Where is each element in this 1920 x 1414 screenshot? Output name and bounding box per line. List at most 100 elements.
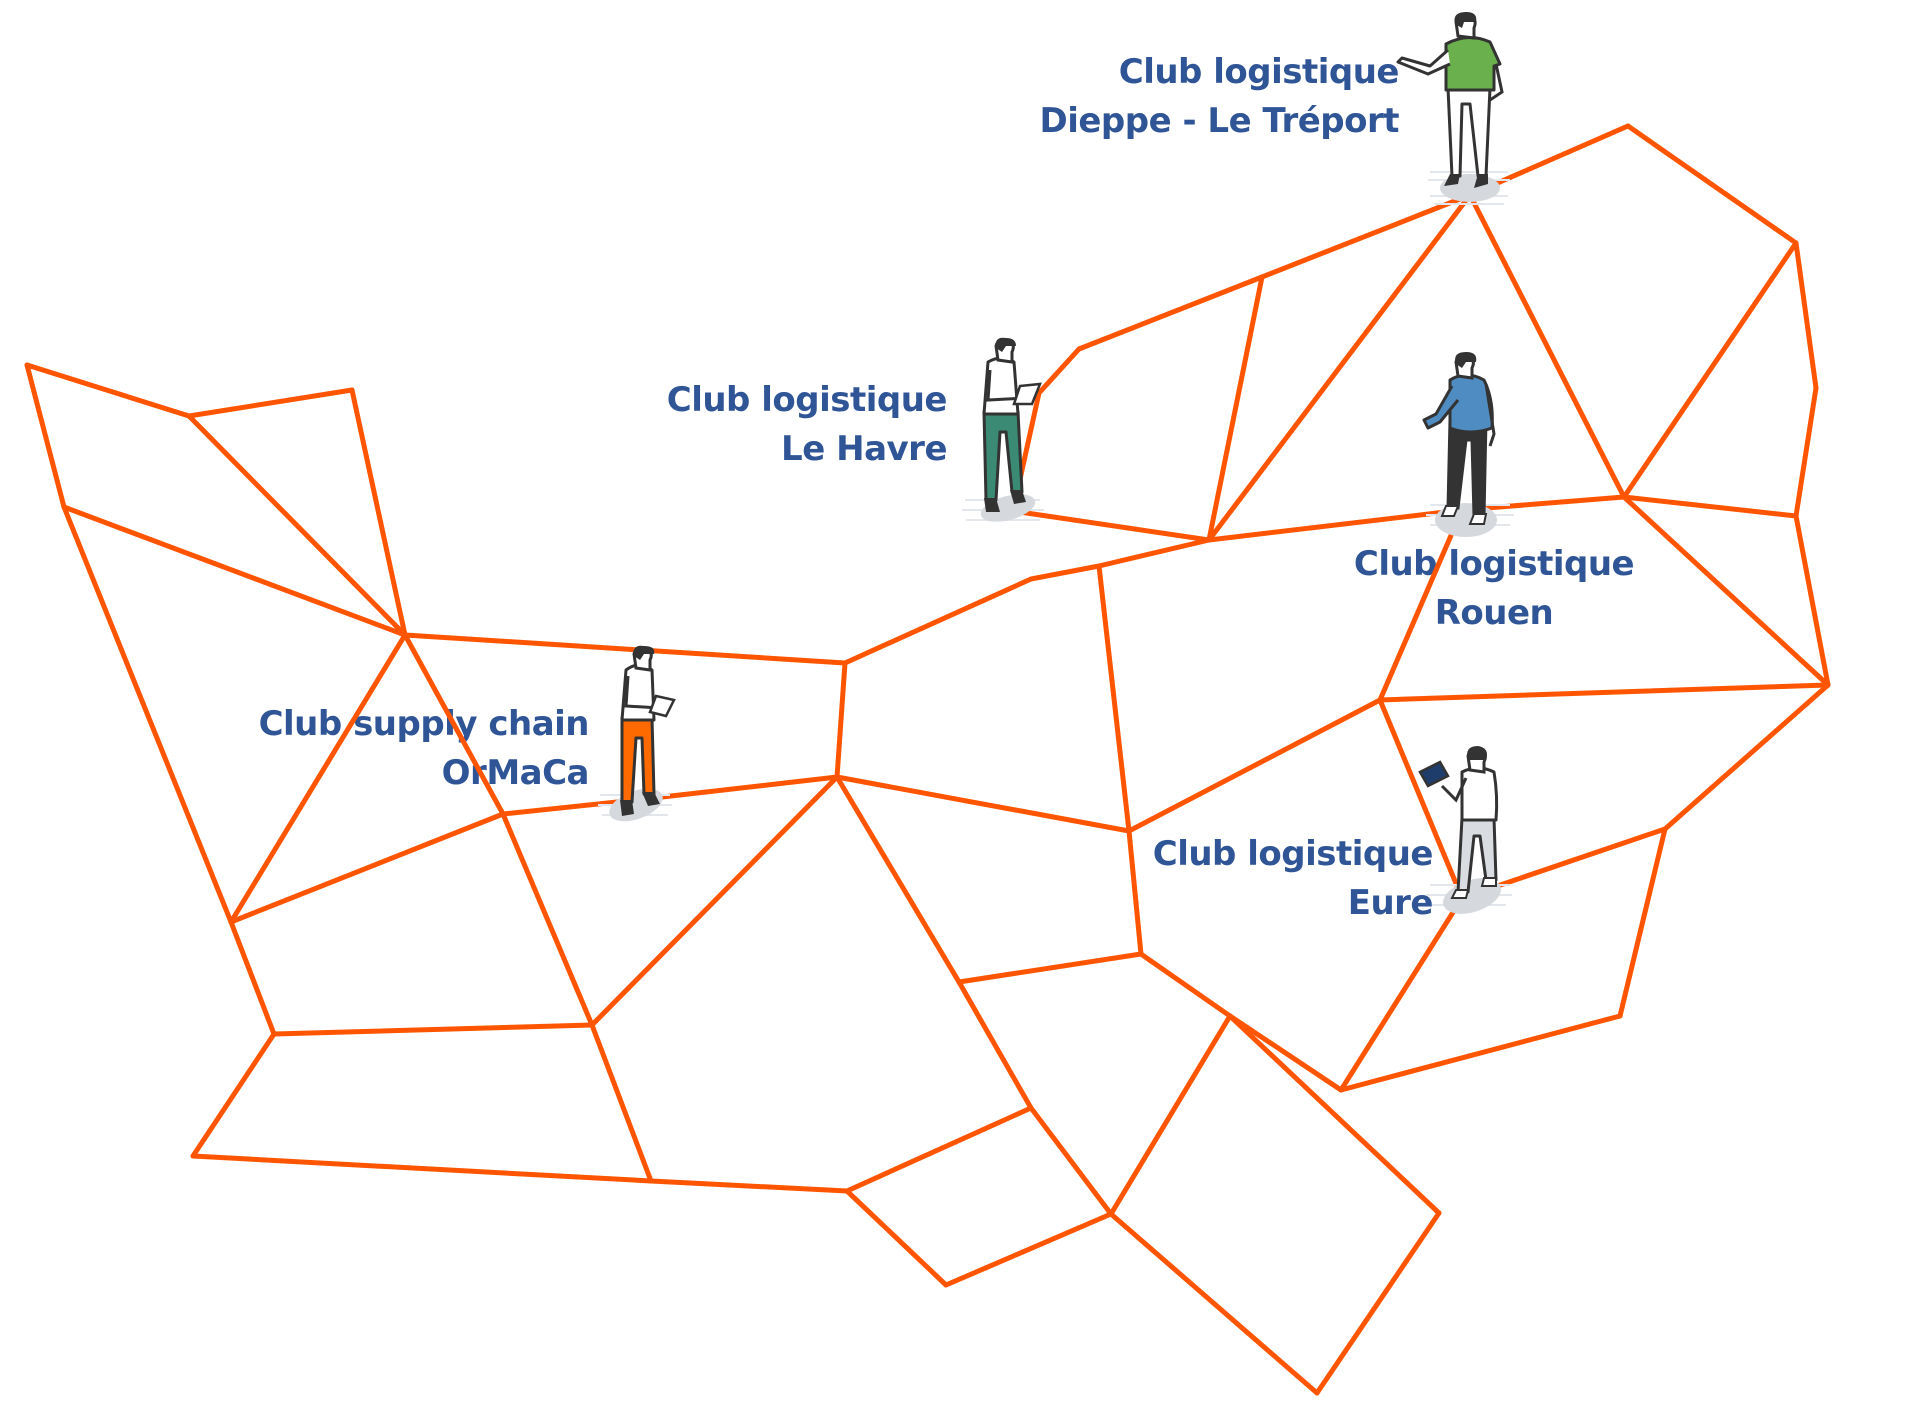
network-edge [1138,951,1233,1019]
network-edge [1662,682,1831,832]
network-edge [228,811,506,925]
network-edge [1028,1105,1114,1217]
shoe [620,800,634,816]
network-edge [24,362,67,510]
network-edge [402,632,848,666]
clipboard-icon [1012,382,1042,406]
network-edge [1206,192,1473,543]
network-edge [1096,537,1212,569]
floor-shadow [609,788,663,822]
person-figure-dieppe [1396,12,1510,205]
network-edge [1377,697,1465,901]
shoe [1468,513,1488,525]
network-edge [1793,385,1819,519]
network-edge [1625,123,1799,246]
network-edge [1259,192,1473,280]
shoe [984,498,1000,512]
hair [1454,12,1477,28]
network-edge [1338,895,1465,1093]
network-edge [589,1022,654,1184]
tablet-icon [1418,760,1450,788]
network-edge [500,811,595,1028]
network-edge [271,1022,595,1037]
person-figure-eure [1418,746,1512,914]
network-edge [1621,494,1799,519]
legs [982,410,1024,502]
shoe [642,792,660,806]
hair [633,645,655,660]
network-edge [1108,1211,1320,1396]
network-edge [648,1178,850,1194]
network-edge [834,660,848,780]
network-edge [1338,1013,1623,1093]
network-edge [1459,494,1627,513]
shoe [1010,490,1026,504]
club-label-line1: Club logistique [1118,52,1400,92]
network-edge [228,632,408,925]
network-edge [1793,513,1831,688]
network-edge [1076,274,1265,352]
club-label-line2: Rouen [1434,593,1554,633]
network-edge [500,797,639,817]
arm [1422,385,1460,430]
network-edge [61,504,408,638]
network-edge [1793,240,1819,391]
network-edge [1467,192,1627,500]
hair [1455,352,1477,368]
network-edge [1227,1013,1442,1216]
club-label-line1: Club supply chain [258,704,590,744]
club-label-line2: OrMaCa [441,753,590,793]
network-edge [1227,1013,1344,1093]
network-edge [1206,507,1465,543]
hair [1467,746,1487,760]
network-edge [402,632,506,817]
tablet-icon [648,694,676,718]
hair [995,337,1016,352]
club-label-line1: Club logistique [1353,544,1635,584]
network-edge [1617,826,1668,1019]
club-label-line1: Club logistique [1152,834,1434,874]
network-edge [943,1211,1114,1288]
network-edge [1377,507,1465,703]
network-edge [61,504,234,925]
person-figure-le-havre [962,337,1044,522]
network-edge [1621,494,1831,688]
network-edge [834,774,1132,834]
network-edge [190,1031,277,1159]
network-edge [633,774,840,803]
network-edge [1096,563,1132,834]
club-label-line2: Eure [1347,883,1434,923]
network-edge [349,387,408,638]
shoe [1440,505,1460,517]
network-edge [834,774,962,985]
person-figure-rouen [1422,352,1514,537]
network-edge [1206,274,1265,543]
network-edge [1108,1013,1233,1217]
network-edge [1010,508,1212,543]
legs [1446,86,1492,178]
network-edge [844,1188,949,1288]
network-edge [842,576,1034,666]
arm [624,675,661,710]
arm [1484,383,1496,447]
network-edge [1126,828,1144,957]
network-edge [956,951,1144,985]
club-label-line1: Club logistique [666,380,948,420]
club-label-ormaca: Club supply chain OrMaCa [258,700,590,798]
network-edge [956,979,1034,1111]
club-label-line2: Dieppe - Le Tréport [1039,101,1399,141]
network-edge [228,919,277,1037]
network-edge [24,362,192,419]
network-edge [1621,240,1799,500]
network-edge [186,413,408,638]
person-figure-ormaca [598,645,676,822]
shirt [1460,766,1499,822]
shoe [1474,174,1488,188]
arm [1440,777,1468,803]
shoe [1450,889,1470,899]
network-edge [1377,682,1831,703]
network-edge [1126,697,1383,834]
club-label-dieppe: Club logistique Dieppe - Le Tréport [1039,48,1399,146]
club-label-le-havre: Club logistique Le Havre [666,376,948,474]
